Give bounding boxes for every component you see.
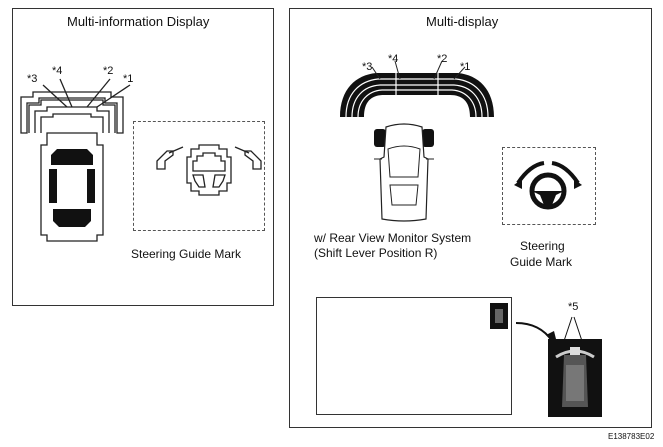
steering-guide-mark-label: Steering Guide Mark (131, 247, 242, 261)
steering-wheel-icon (156, 144, 262, 196)
rear-view-monitor-note: w/ Rear View Monitor System (314, 231, 472, 245)
monitor-screen (316, 297, 512, 415)
callout-3: *3 (362, 61, 373, 73)
multi-information-display-panel: Multi-information Display *3 *4 *2 *1 (12, 8, 274, 306)
multi-display-panel: Multi-display *3 *4 *2 *1 w/ Rear View M… (289, 8, 652, 428)
steering-wheel-icon (514, 161, 582, 210)
figure-code: E138783E02 (608, 432, 655, 441)
callout-1: *1 (460, 61, 471, 73)
steering-guide-mark-label-line1: Steering (520, 239, 565, 253)
callout-4: *4 (52, 65, 63, 77)
callout-2: *2 (103, 65, 114, 77)
callout-3: *3 (27, 73, 38, 85)
rear-view-enlarged (548, 316, 602, 417)
callout-4: *4 (388, 53, 399, 65)
callout-1: *1 (123, 73, 134, 85)
panel-title: Multi-display (426, 14, 499, 29)
panel-title: Multi-information Display (67, 14, 210, 29)
sensor-zones-outline (20, 78, 131, 242)
sensor-zones-filled (340, 60, 494, 222)
monitor-thumbnail (490, 303, 508, 329)
callout-2: *2 (437, 53, 448, 65)
steering-guide-mark-label-line2: Guide Mark (510, 255, 573, 269)
shift-lever-note: (Shift Lever Position R) (314, 246, 438, 260)
steering-guide-mark-box (502, 147, 596, 225)
steering-guide-mark-box (133, 121, 265, 231)
callout-5: *5 (568, 301, 579, 313)
